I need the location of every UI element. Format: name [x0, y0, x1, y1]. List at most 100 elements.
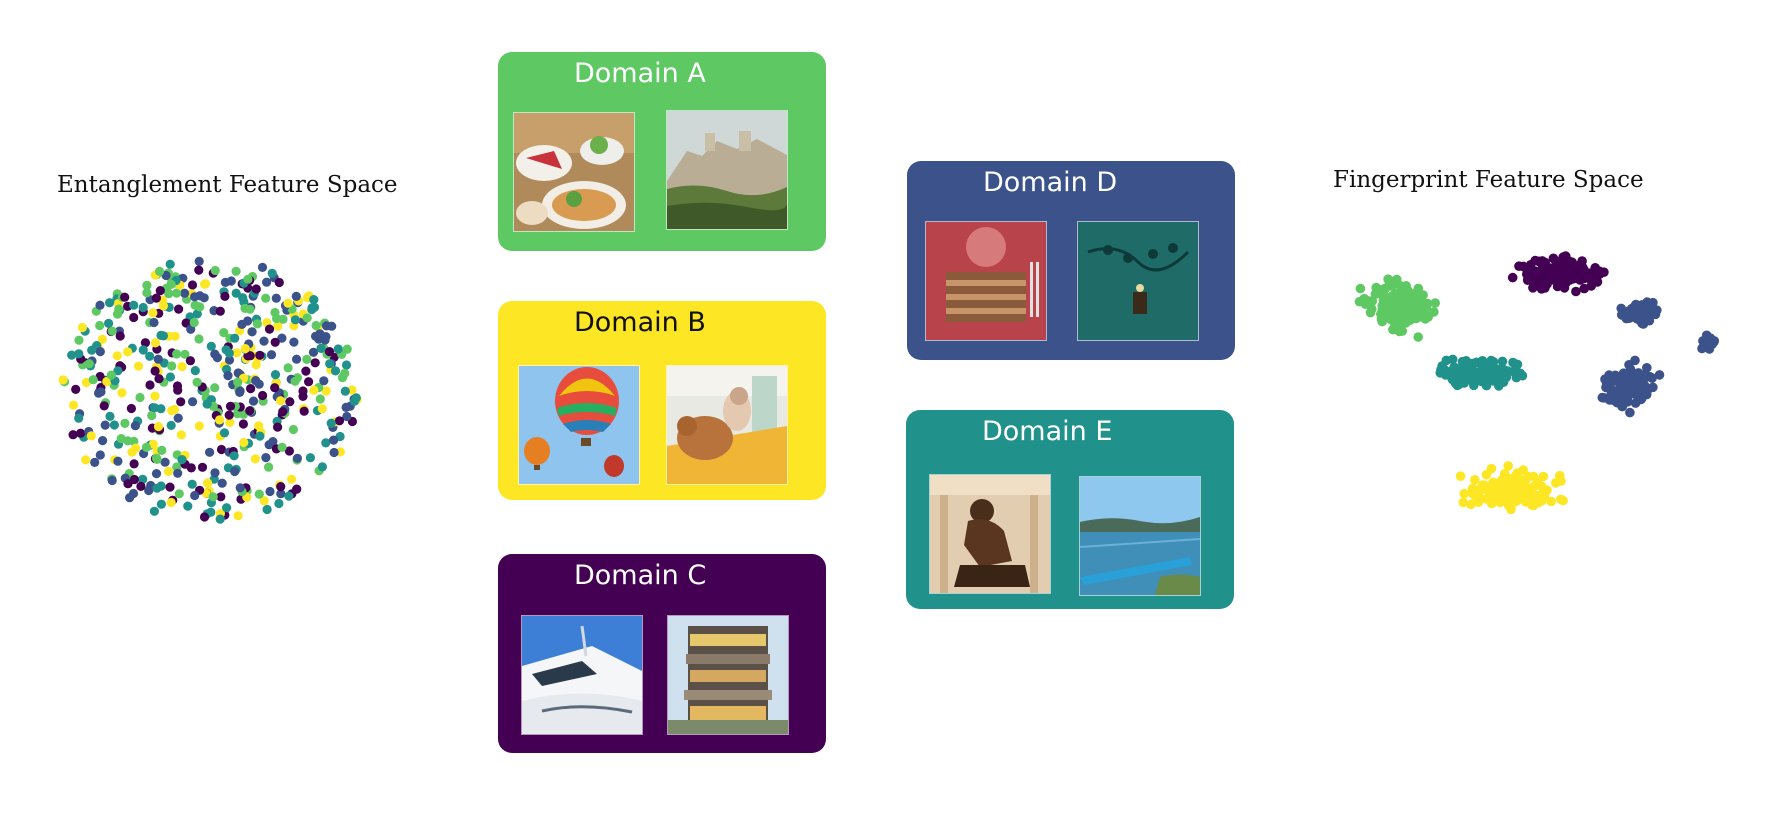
- scatter-point: [1385, 292, 1396, 303]
- scatter-point: [1511, 372, 1522, 383]
- scatter-point: [115, 331, 125, 341]
- scatter-point: [1377, 304, 1388, 315]
- scatter-point: [1618, 368, 1629, 378]
- domain-d-label: Domain D: [983, 167, 1118, 198]
- domain-e-card: Domain E: [906, 410, 1234, 609]
- scatter-point: [1400, 313, 1410, 323]
- scatter-point: [231, 288, 241, 298]
- scatter-point: [185, 356, 195, 366]
- scatter-point: [290, 315, 300, 325]
- scatter-point: [265, 486, 275, 497]
- scatter-point: [77, 322, 87, 333]
- scatter-point: [270, 337, 280, 347]
- scatter-point: [259, 336, 269, 346]
- scatter-point: [151, 293, 161, 303]
- scatter-point: [86, 431, 96, 441]
- scatter-point: [71, 384, 81, 394]
- scatter-point: [165, 259, 175, 269]
- scatter-point: [1430, 298, 1440, 308]
- scatter-point: [240, 344, 250, 354]
- entanglement-scatter: [58, 256, 362, 524]
- scatter-point: [284, 446, 294, 456]
- scatter-point: [216, 444, 227, 455]
- scatter-point: [1458, 497, 1469, 508]
- scatter-point: [1507, 272, 1518, 283]
- scatter-point: [217, 478, 227, 488]
- yacht-photo: [521, 615, 643, 735]
- scatter-point: [243, 274, 253, 284]
- scatter-point: [1504, 479, 1515, 490]
- scatter-point: [150, 391, 160, 401]
- scatter-point: [1630, 301, 1640, 311]
- scatter-point: [104, 318, 114, 328]
- scatter-point: [177, 455, 187, 465]
- scatter-point: [277, 442, 287, 452]
- scatter-point: [232, 348, 242, 358]
- scatter-point: [1512, 359, 1523, 370]
- scatter-point: [153, 422, 164, 432]
- scatter-point: [129, 312, 139, 323]
- domain-c-label: Domain C: [574, 560, 707, 591]
- scatter-point: [187, 479, 197, 489]
- scatter-point: [351, 393, 361, 403]
- scatter-point: [319, 376, 329, 386]
- scatter-point: [317, 462, 327, 472]
- scatter-point: [95, 300, 105, 310]
- scatter-point: [340, 386, 350, 396]
- scatter-point: [149, 506, 159, 516]
- scatter-point: [305, 453, 315, 463]
- scatter-point: [112, 351, 122, 361]
- scatter-point: [267, 268, 277, 278]
- scatter-point: [181, 318, 191, 328]
- scatter-point: [321, 321, 332, 331]
- lake-boat-photo: [1079, 476, 1201, 596]
- scatter-point: [1477, 366, 1488, 377]
- scatter-point: [273, 422, 283, 432]
- scatter-point: [230, 333, 240, 343]
- scatter-point: [107, 475, 117, 486]
- scatter-point: [1481, 484, 1491, 495]
- scatter-point: [1505, 496, 1515, 507]
- scatter-point: [190, 490, 200, 501]
- scatter-point: [68, 400, 79, 410]
- scatter-point: [166, 497, 176, 508]
- scatter-point: [210, 265, 220, 276]
- scatter-point: [341, 360, 352, 370]
- scatter-point: [1447, 354, 1458, 365]
- scatter-point: [100, 420, 110, 430]
- scatter-point: [1494, 381, 1504, 391]
- scatter-point: [200, 279, 210, 289]
- scatter-point: [81, 455, 91, 465]
- scatter-point: [1355, 283, 1366, 294]
- scatter-point: [274, 277, 284, 288]
- scatter-point: [96, 387, 106, 397]
- scatter-point: [255, 431, 265, 441]
- scatter-point: [261, 293, 271, 303]
- scatter-point: [276, 482, 286, 492]
- scatter-point: [216, 492, 226, 502]
- scatter-point: [215, 306, 225, 316]
- scatter-point: [1467, 483, 1478, 494]
- domain-a-card: Domain A: [498, 52, 826, 251]
- scatter-point: [1416, 294, 1427, 305]
- scatter-point: [74, 335, 84, 345]
- scatter-point: [1555, 475, 1566, 486]
- scatter-point: [156, 481, 166, 491]
- domain-c-card: Domain C: [498, 554, 826, 753]
- scatter-point: [1406, 303, 1416, 314]
- scatter-point: [315, 329, 325, 339]
- scatter-point: [189, 317, 199, 328]
- scatter-point: [309, 385, 319, 395]
- scatter-point: [231, 266, 241, 276]
- scatter-point: [197, 462, 208, 472]
- scatter-point: [311, 320, 321, 331]
- scatter-point: [174, 304, 184, 314]
- scatter-point: [270, 383, 280, 393]
- scatter-point: [1546, 496, 1556, 507]
- scatter-point: [1521, 482, 1531, 493]
- scatter-point: [219, 328, 229, 338]
- scatter-point: [270, 370, 281, 380]
- scatter-point: [166, 279, 176, 289]
- scatter-point: [238, 419, 248, 429]
- scatter-point: [158, 301, 168, 311]
